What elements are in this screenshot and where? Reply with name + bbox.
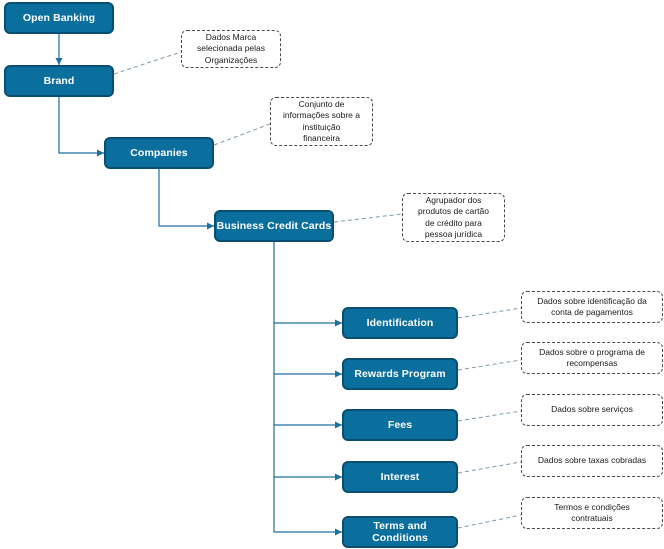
node-brand[interactable]: Brand <box>4 65 114 97</box>
note-interest: Dados sobre taxas cobradas <box>521 445 663 477</box>
note-brand-line-1: Dados Marca <box>205 32 257 43</box>
node-rewards-program[interactable]: Rewards Program <box>342 358 458 390</box>
node-identification[interactable]: Identification <box>342 307 458 339</box>
node-rewards-program-label: Rewards Program <box>354 368 446 380</box>
note-rewards-program-line-1: Dados sobre o programa de <box>539 346 645 357</box>
node-fees-label: Fees <box>387 419 413 431</box>
note-identification-line-1: Dados sobre identificação da <box>537 295 647 306</box>
note-business-credit-cards-line-2: produtos de cartão <box>418 206 489 217</box>
note-business-credit-cards-line-1: Agrupador dos <box>425 195 482 206</box>
note-brand: Dados Marca selecionada pelas Organizaçõ… <box>181 30 281 68</box>
node-brand-label: Brand <box>43 75 75 87</box>
note-companies-line-2: informações sobre a <box>282 110 360 121</box>
note-terms-and-conditions-line-1: Termos e condições <box>554 501 630 512</box>
note-business-credit-cards-line-3: de crédito para <box>425 217 482 228</box>
node-interest-label: Interest <box>380 471 420 483</box>
note-terms-and-conditions-line-2: contratuais <box>571 513 613 523</box>
note-brand-line-2: selecionada pelas <box>196 43 266 54</box>
note-business-credit-cards-line-4: pessoa jurídica <box>424 228 483 239</box>
node-companies[interactable]: Companies <box>104 137 214 169</box>
node-interest[interactable]: Interest <box>342 461 458 493</box>
node-identification-label: Identification <box>366 317 434 329</box>
note-fees-line-1: Dados sobre serviços <box>551 404 633 415</box>
node-companies-label: Companies <box>130 147 188 159</box>
note-companies-line-1: Conjunto de <box>298 99 345 110</box>
node-open-banking[interactable]: Open Banking <box>4 2 114 34</box>
note-terms-and-conditions: Termos e condições contratuais <box>521 497 663 529</box>
note-companies-line-4: financeira <box>303 132 340 143</box>
note-interest-line-1: Dados sobre taxas cobradas <box>537 455 647 466</box>
note-companies: Conjunto de informações sobre a institui… <box>270 97 373 146</box>
note-brand-line-3: Organizações <box>204 54 258 65</box>
node-terms-and-conditions-label: Terms and Conditions <box>372 520 428 544</box>
node-business-credit-cards-label: Business Credit Cards <box>216 220 332 232</box>
note-rewards-program: Dados sobre o programa de recompensas <box>521 342 663 374</box>
note-business-credit-cards: Agrupador dos produtos de cartão de créd… <box>402 193 505 242</box>
note-fees: Dados sobre serviços <box>521 394 663 426</box>
node-open-banking-label: Open Banking <box>22 12 96 24</box>
note-identification: Dados sobre identificação da conta de pa… <box>521 291 663 323</box>
note-companies-line-3: instituição <box>302 121 341 132</box>
node-business-credit-cards[interactable]: Business Credit Cards <box>214 210 334 242</box>
note-identification-line-2: conta de pagamentos <box>551 307 633 317</box>
node-fees[interactable]: Fees <box>342 409 458 441</box>
note-rewards-program-line-2: recompensas <box>566 358 618 368</box>
node-terms-and-conditions[interactable]: Terms and Conditions <box>342 516 458 548</box>
